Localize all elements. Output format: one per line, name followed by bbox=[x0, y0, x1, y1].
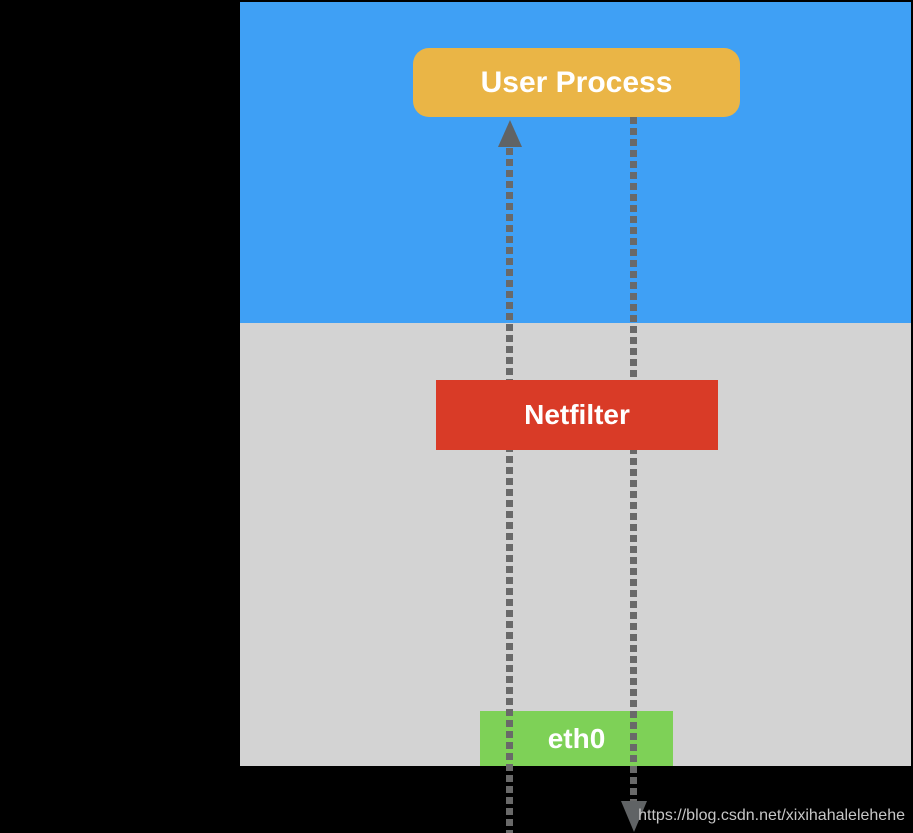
arrow-down-icon bbox=[621, 801, 647, 832]
receive-path-dotted-line bbox=[506, 148, 513, 833]
arrow-up-icon bbox=[498, 120, 522, 147]
netfilter-node: Netfilter bbox=[436, 380, 718, 450]
netfilter-label: Netfilter bbox=[524, 399, 630, 430]
eth0-label: eth0 bbox=[547, 722, 606, 754]
user-process-label: User Process bbox=[480, 65, 673, 99]
user-process-node: User Process bbox=[413, 48, 740, 117]
watermark-url: https://blog.csdn.net/xixihahalelehehe bbox=[638, 807, 905, 824]
send-path-dotted-line bbox=[630, 117, 637, 803]
